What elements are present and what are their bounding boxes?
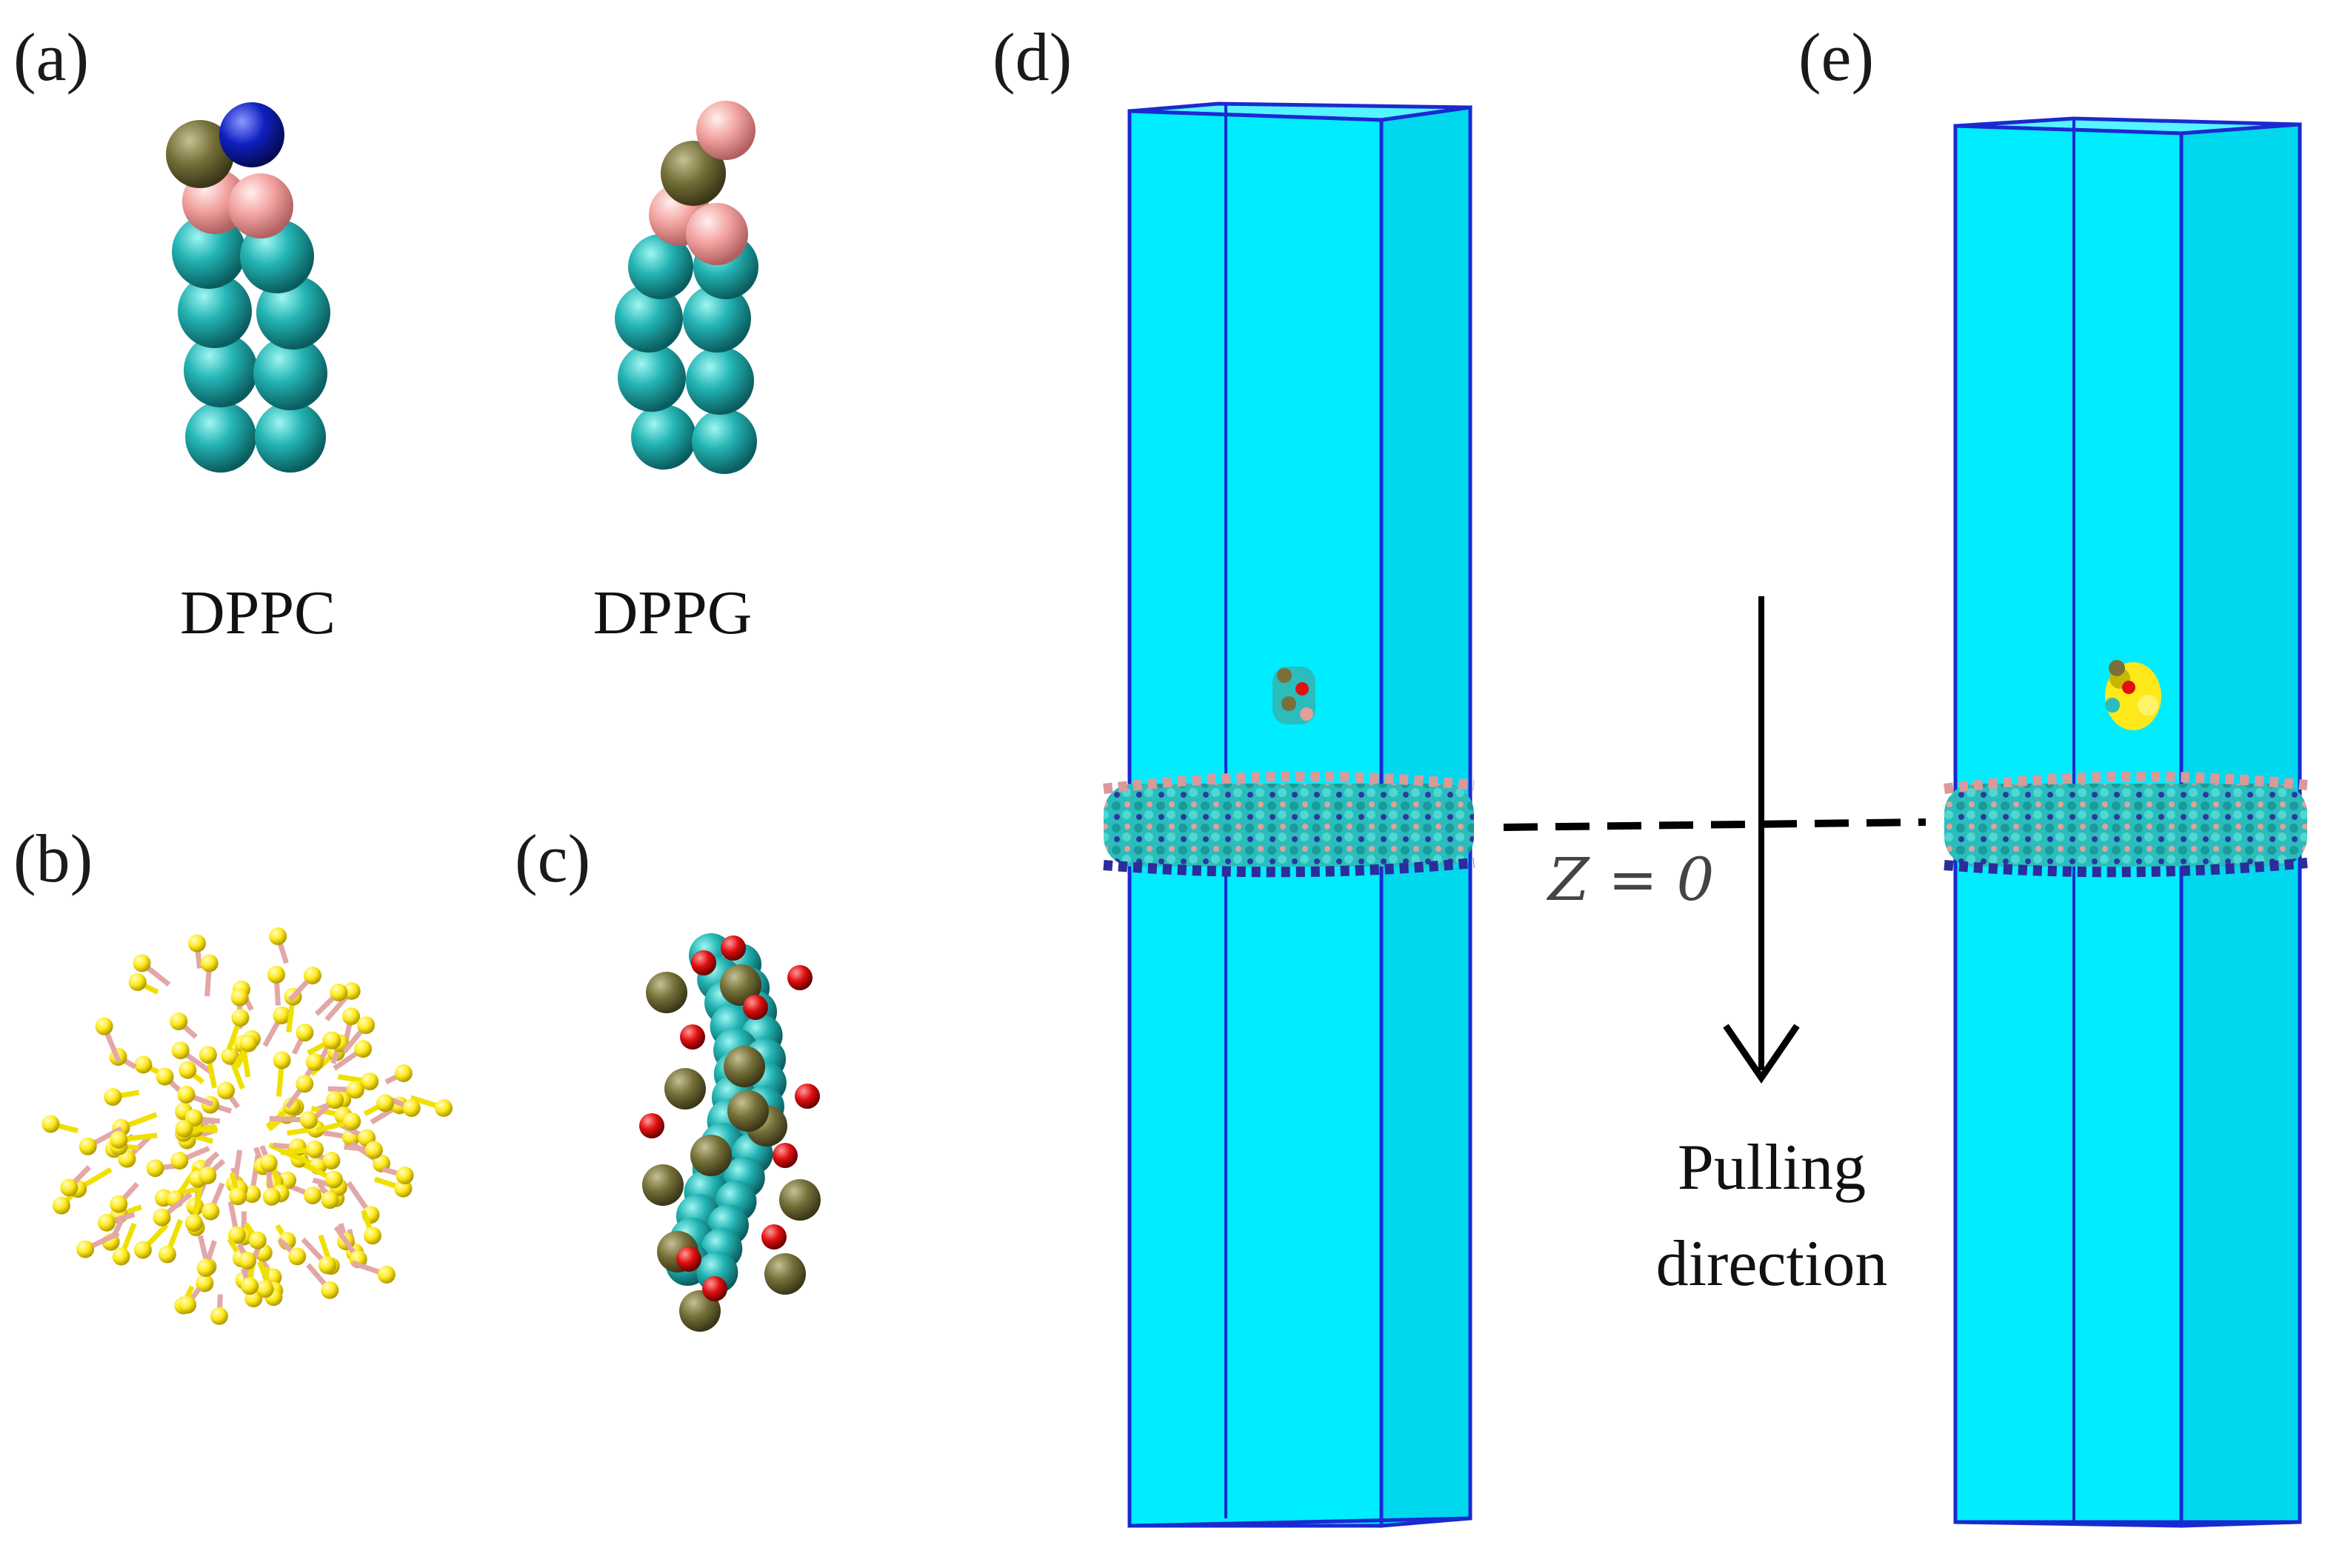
simulation-box-e: [1944, 116, 2308, 1528]
panel-d-label: (d): [993, 19, 1072, 95]
dppc-model: [166, 102, 330, 473]
pulling-direction-label-line2: direction: [1656, 1228, 1888, 1300]
peptide-in-box-d: [1272, 667, 1315, 724]
panel-c-label: (c): [515, 821, 590, 896]
z-zero-dashed-line: [1503, 818, 1927, 831]
membrane-e: [1944, 771, 2308, 878]
peptide-dendrimer-in-box-e: [2105, 660, 2161, 730]
panel-b-label: (b): [13, 821, 93, 896]
dppg-model: [615, 101, 758, 474]
membrane-d: [1103, 771, 1475, 878]
dppg-label: DPPG: [593, 578, 753, 647]
simulation-box-d: [1103, 101, 1475, 1528]
panel-a-label: (a): [13, 19, 89, 95]
panel-e-label: (e): [1798, 19, 1874, 95]
dppc-label: DPPC: [180, 578, 336, 647]
peptide-model: [639, 933, 821, 1332]
pulling-arrow: [1723, 596, 1800, 1084]
dendrimer-model: [41, 927, 453, 1325]
z-zero-label: Z = 0: [1546, 845, 1714, 914]
pulling-direction-label-line1: Pulling: [1678, 1132, 1866, 1204]
